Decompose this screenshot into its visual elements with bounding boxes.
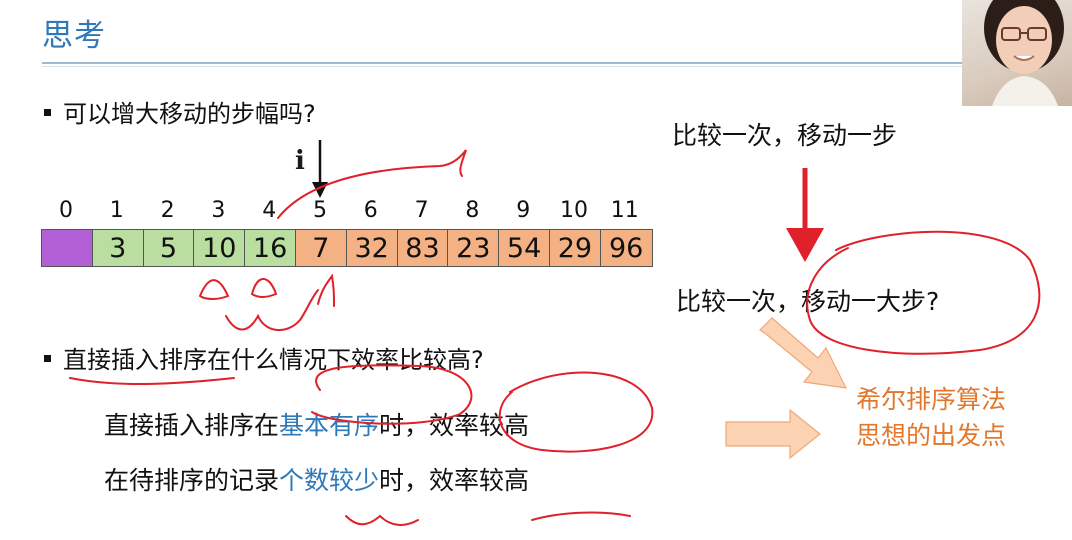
mark-under-16 <box>251 278 278 298</box>
conclusion-line-1: 希尔排序算法 <box>856 385 1007 414</box>
array-index-label: 1 <box>109 198 124 223</box>
underline-efficiency <box>531 511 631 521</box>
bullet-question-1-text: 可以增大移动的步幅吗? <box>63 100 316 128</box>
array-cell: 54 <box>499 230 550 266</box>
array-index-label: 4 <box>262 198 277 223</box>
answer-line-2: 在待排序的记录个数较少时，效率较高 <box>104 461 529 497</box>
array-index-label: 2 <box>160 198 175 223</box>
answer-line-2-highlight: 个数较少 <box>279 466 380 495</box>
array-cell: 7 <box>295 230 347 266</box>
bullet-marker <box>44 108 51 116</box>
right-text-top: 比较一次，移动一步 <box>672 121 898 150</box>
array-index-label: 7 <box>414 198 429 223</box>
title-divider-shadow <box>42 66 962 67</box>
underline-bullet2 <box>69 377 235 385</box>
right-text-middle: 比较一次，移动一大步? <box>676 287 940 316</box>
swap-curve <box>225 289 319 331</box>
answer-line-2-pre: 在待排序的记录 <box>104 466 280 495</box>
presenter-image <box>984 0 1064 106</box>
bullet-question-2: 直接插入排序在什么情况下效率比较高? <box>44 340 484 375</box>
array-index-label: 11 <box>610 198 639 223</box>
array-cell: 10 <box>194 230 246 266</box>
orange-arrow-right <box>725 408 821 460</box>
mark-under-7 <box>317 273 335 307</box>
array-index-label: 3 <box>211 198 226 223</box>
bullet-question-2-text: 直接插入排序在什么情况下效率比较高? <box>63 346 484 374</box>
slide-title: 思考 <box>42 18 106 54</box>
mark-under-10 <box>199 279 230 300</box>
array-cell: 16 <box>245 230 296 266</box>
array-cell: 32 <box>346 230 398 266</box>
red-down-arrow <box>786 168 824 262</box>
answer-line-1-highlight: 基本有序 <box>279 411 380 440</box>
answer-line-1: 直接插入排序在基本有序时，效率较高 <box>104 406 529 442</box>
array-cell: 83 <box>397 230 449 266</box>
array-cell: 29 <box>549 230 601 266</box>
presenter-webcam <box>962 0 1072 106</box>
bullet-question-1: 可以增大移动的步幅吗? <box>44 94 316 129</box>
pointer-arrow <box>312 140 328 198</box>
pointer-label-i: i <box>295 146 305 176</box>
array-index-label: 8 <box>465 198 480 223</box>
array-index-label: 6 <box>363 198 378 223</box>
array-cell: 3 <box>92 230 144 266</box>
answer-line-1-pre: 直接插入排序在 <box>104 411 280 440</box>
array-index-label: 0 <box>59 198 73 223</box>
underline-count <box>345 514 419 526</box>
answer-line-2-post: 时，效率较高 <box>379 466 530 495</box>
array-cell: 96 <box>600 230 652 266</box>
array-index-label: 10 <box>560 198 588 223</box>
title-divider <box>42 62 962 64</box>
array-cell: 23 <box>448 230 500 266</box>
bullet-marker <box>44 354 51 362</box>
answer-line-1-post: 时，效率较高 <box>379 411 530 440</box>
array-cell-sentinel <box>42 230 93 266</box>
orange-arrow-diagonal <box>759 317 848 389</box>
array-cell: 5 <box>143 230 195 266</box>
array-index-label: 9 <box>516 198 531 223</box>
array-index-label: 5 <box>313 198 327 223</box>
conclusion-line-2: 思想的出发点 <box>856 421 1007 450</box>
